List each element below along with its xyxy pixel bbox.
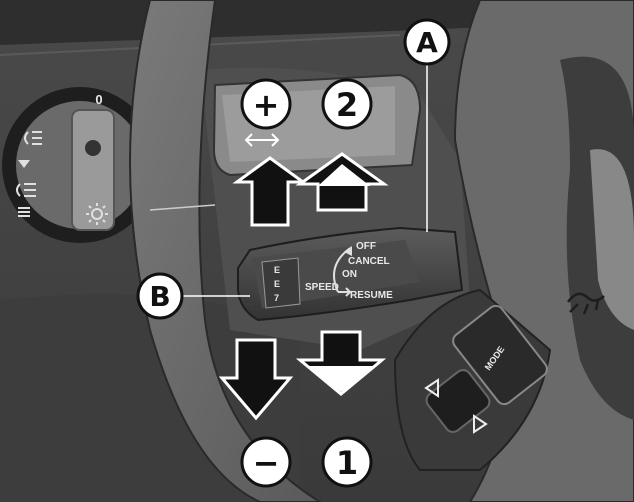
lever-switch-mid-label: E [274,279,280,289]
callout-plus-label: + [253,86,280,124]
lever-switch-bot-label: 7 [274,293,279,303]
arrow-down-outline-icon [295,330,387,396]
horn-icon [566,292,605,315]
lever-on-label: ON [342,269,357,280]
callout-plus: + [240,78,292,130]
callout-two-label: 2 [336,86,358,124]
lever-speed-label: SPEED [305,282,339,293]
headlight-lines-icon [18,207,30,217]
lever-arc-arrow-icon [344,246,352,256]
lever-off-label: OFF [356,241,376,252]
lever-slide-switch[interactable] [261,257,301,309]
lever-resume-arrow-icon [338,287,352,297]
mode-button[interactable] [450,303,550,408]
callout-minus: − [240,436,292,488]
light-sun-icon [86,203,108,225]
callout-two: 2 [321,78,373,130]
double-arrow-icon [244,133,280,147]
callout-a-label: A [416,26,438,59]
arrow-left-icon [424,378,439,398]
arrow-down-outline-inner [306,366,376,392]
lever-resume-label: RESUME [350,290,393,301]
rear-fog-light-icon [16,183,36,197]
light-switch: 0 [2,87,158,243]
callout-one-label: 1 [336,444,358,482]
leader-line-light [149,204,216,211]
callout-b: B [136,272,184,320]
light-switch-knob[interactable] [71,109,115,231]
lever-cancel-label: CANCEL [348,256,390,267]
lever-switch-top-label: E [274,265,280,275]
headlight-triangle-icon [18,160,30,168]
callout-b-label: B [149,280,170,313]
light-switch-zero-label: 0 [95,92,102,107]
callout-a: A [403,18,451,66]
arrow-right-icon [473,414,488,434]
callout-minus-label: − [253,444,280,482]
steering-wheel-hub-inner [590,149,634,330]
callout-one: 1 [321,436,373,488]
steering-wheel-rim [129,0,322,502]
cruise-control-lever[interactable]: E E 7 SPEED OFF CANCEL ON RESUME [237,226,464,322]
arrow-down-black-icon [218,338,294,421]
fog-light-icon [24,131,42,145]
arrow-up-outline-inner [318,164,370,186]
